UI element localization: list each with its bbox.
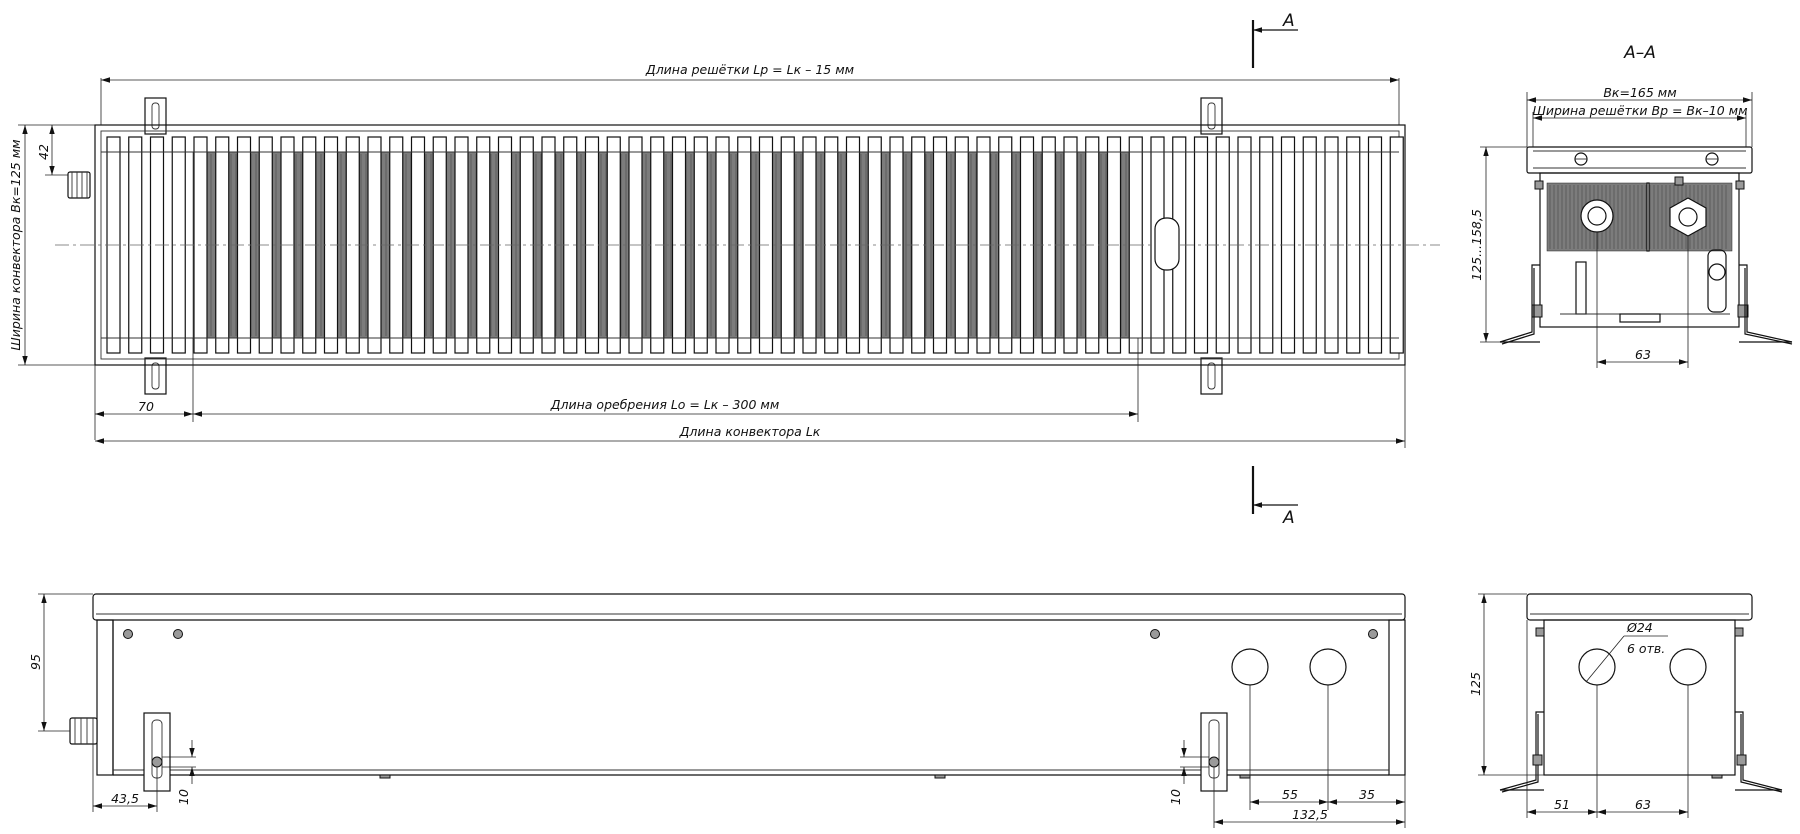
dim-convector-length: Длина конвектора Lк — [95, 365, 1406, 448]
label-fin-length: Длина оребрения Lо = Lк – 300 мм — [550, 397, 780, 412]
section-letter-top: A — [1282, 11, 1295, 31]
label-grille-width: Ширина решётки Вр = Вк–10 мм — [1532, 103, 1747, 118]
label-hole-diameter: Ø24 — [1626, 620, 1653, 635]
top-view: A A — [8, 11, 1440, 528]
label-95: 95 — [28, 654, 43, 670]
section-title: A–A — [1623, 43, 1656, 63]
label-70: 70 — [138, 399, 154, 414]
label-43-5: 43,5 — [111, 791, 139, 806]
section-cut-mark-bottom: A — [1251, 466, 1298, 528]
label-grille-length: Длина решётки Lр = Lк – 15 мм — [645, 62, 854, 77]
label-132-5: 132,5 — [1292, 807, 1328, 822]
label-42: 42 — [36, 144, 51, 160]
label-10-right: 10 — [1168, 789, 1183, 805]
label-35: 35 — [1359, 787, 1375, 802]
section-letter-bottom: A — [1282, 508, 1295, 528]
label-side-125: 125 — [1468, 672, 1483, 696]
dim-fin-length: Длина оребрения Lо = Lк – 300 мм — [193, 338, 1139, 422]
label-10-left: 10 — [176, 789, 191, 805]
dim-70: 70 — [94, 338, 194, 440]
label-section-63: 63 — [1635, 347, 1651, 362]
side-view: Ø24 6 отв. 125 51 63 — [1468, 593, 1783, 818]
label-55: 55 — [1282, 787, 1298, 802]
grille-handle — [1154, 217, 1180, 271]
label-width-bk: Вк=165 мм — [1603, 85, 1676, 100]
label-side-63: 63 — [1635, 797, 1651, 812]
section-cut-mark-top: A — [1251, 11, 1298, 68]
label-height-range: 125...158,5 — [1469, 209, 1484, 281]
section-view: A–A — [1469, 43, 1793, 368]
valve-fitting-top — [67, 171, 91, 199]
dim-grille-length: Длина решётки Lр = Lк – 15 мм — [100, 62, 1400, 125]
label-hole-count: 6 отв. — [1627, 641, 1665, 656]
label-side-51: 51 — [1554, 797, 1570, 812]
dim-convector-width: Ширина конвектора Вк=125 мм — [8, 124, 95, 366]
dim-42: 42 — [36, 125, 68, 176]
front-view: 95 43,5 10 10 55 35 132,5 — [28, 593, 1406, 828]
label-convector-length: Длина конвектора Lк — [679, 424, 821, 439]
label-convector-width: Ширина конвектора Вк=125 мм — [8, 139, 23, 350]
